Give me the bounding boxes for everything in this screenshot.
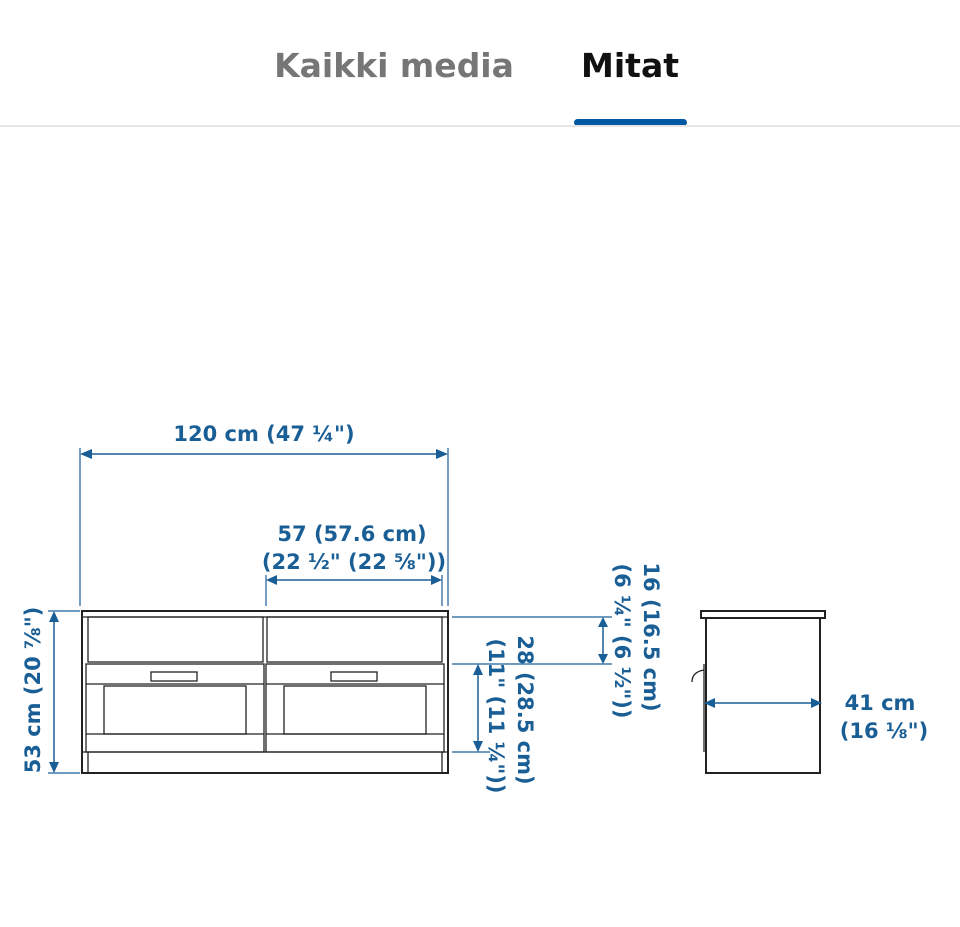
width-total-label: 120 cm (47 ¼") bbox=[173, 422, 354, 446]
drawer-height-label-1: 28 (28.5 cm) bbox=[513, 635, 537, 784]
height-total-label: 53 cm (20 ⅞") bbox=[21, 607, 45, 774]
tab-all-media[interactable]: Kaikki media bbox=[274, 46, 514, 85]
dimension-drawer-height: 28 (28.5 cm) (11" (11 ¼")) bbox=[452, 635, 537, 794]
drawer-width-label-2: (22 ½" (22 ⅝")) bbox=[262, 550, 446, 574]
tab-bar-divider bbox=[0, 125, 960, 127]
tab-dimensions[interactable]: Mitat bbox=[581, 46, 679, 85]
shelf-height-label-2: (6 ¼" (6 ½")) bbox=[610, 564, 634, 719]
depth-label-2: (16 ⅛") bbox=[840, 719, 928, 743]
dimension-shelf-height: 16 (16.5 cm) (6 ¼" (6 ½")) bbox=[452, 562, 663, 718]
dimension-drawing: 120 cm (47 ¼") 57 (57.6 cm) (22 ½" (22 ⅝… bbox=[0, 128, 960, 923]
dimension-width-total: 120 cm (47 ¼") bbox=[79, 422, 449, 606]
tv-bench-side-view bbox=[691, 610, 826, 774]
depth-label-1: 41 cm bbox=[845, 691, 916, 715]
dimension-drawing-svg: 120 cm (47 ¼") 57 (57.6 cm) (22 ½" (22 ⅝… bbox=[21, 422, 928, 794]
tv-bench-front-view bbox=[81, 610, 449, 774]
dimension-height-total: 53 cm (20 ⅞") bbox=[21, 607, 80, 774]
drawer-width-label-1: 57 (57.6 cm) bbox=[277, 522, 426, 546]
drawer-height-label-2: (11" (11 ¼")) bbox=[484, 638, 508, 793]
active-tab-indicator bbox=[574, 119, 687, 126]
dimension-depth: 41 cm (16 ⅛") bbox=[704, 691, 928, 743]
shelf-height-label-1: 16 (16.5 cm) bbox=[639, 562, 663, 711]
dimension-drawer-width: 57 (57.6 cm) (22 ½" (22 ⅝")) bbox=[262, 522, 446, 606]
tab-bar: Kaikki media Mitat bbox=[0, 0, 960, 128]
